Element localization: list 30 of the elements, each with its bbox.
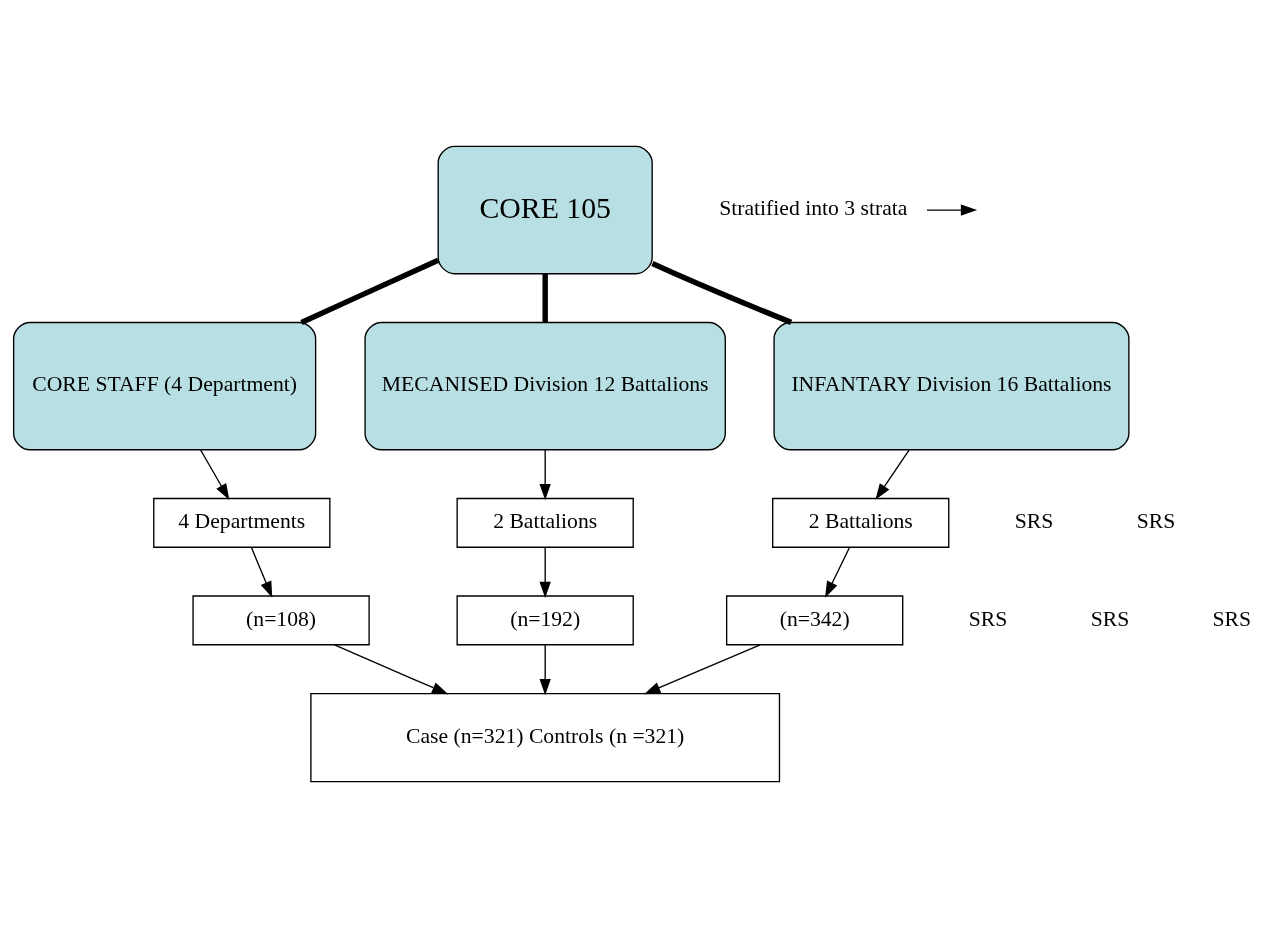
- arrow: [199, 449, 230, 500]
- arrow: [539, 449, 551, 501]
- node-box: 2 Battalions: [772, 497, 950, 548]
- arrow: [644, 644, 761, 695]
- arrow: [825, 547, 851, 598]
- node-box: (n=342): [726, 595, 904, 646]
- node-box: 4 Departments: [153, 497, 331, 548]
- connector: [542, 274, 548, 323]
- arrow: [539, 644, 551, 696]
- label: SRS: [1136, 509, 1176, 534]
- node-box: (n=192): [456, 595, 634, 646]
- label: SRS: [1014, 509, 1054, 534]
- node-box: CORE STAFF (4 Department): [12, 321, 317, 451]
- arrow: [539, 547, 551, 598]
- node-box: (n=108): [192, 595, 370, 646]
- node-box: 2 Battalions: [456, 497, 634, 548]
- label: SRS: [1212, 606, 1252, 631]
- arrow: [875, 449, 910, 500]
- node-box: INFANTARY Division 16 Battalions: [773, 321, 1130, 451]
- arrow: [926, 204, 978, 216]
- connector: [651, 261, 793, 325]
- node-box: MECANISED Division 12 Battalions: [364, 321, 726, 451]
- arrow: [333, 644, 449, 695]
- label: SRS: [1090, 606, 1130, 631]
- node-box: Case (n=321) Controls (n =321): [310, 692, 781, 783]
- arrow: [250, 547, 273, 598]
- label: SRS: [968, 606, 1008, 631]
- node-box: CORE 105: [437, 145, 653, 275]
- node-text: Stratified into 3 strata: [719, 196, 908, 221]
- connector: [300, 257, 440, 325]
